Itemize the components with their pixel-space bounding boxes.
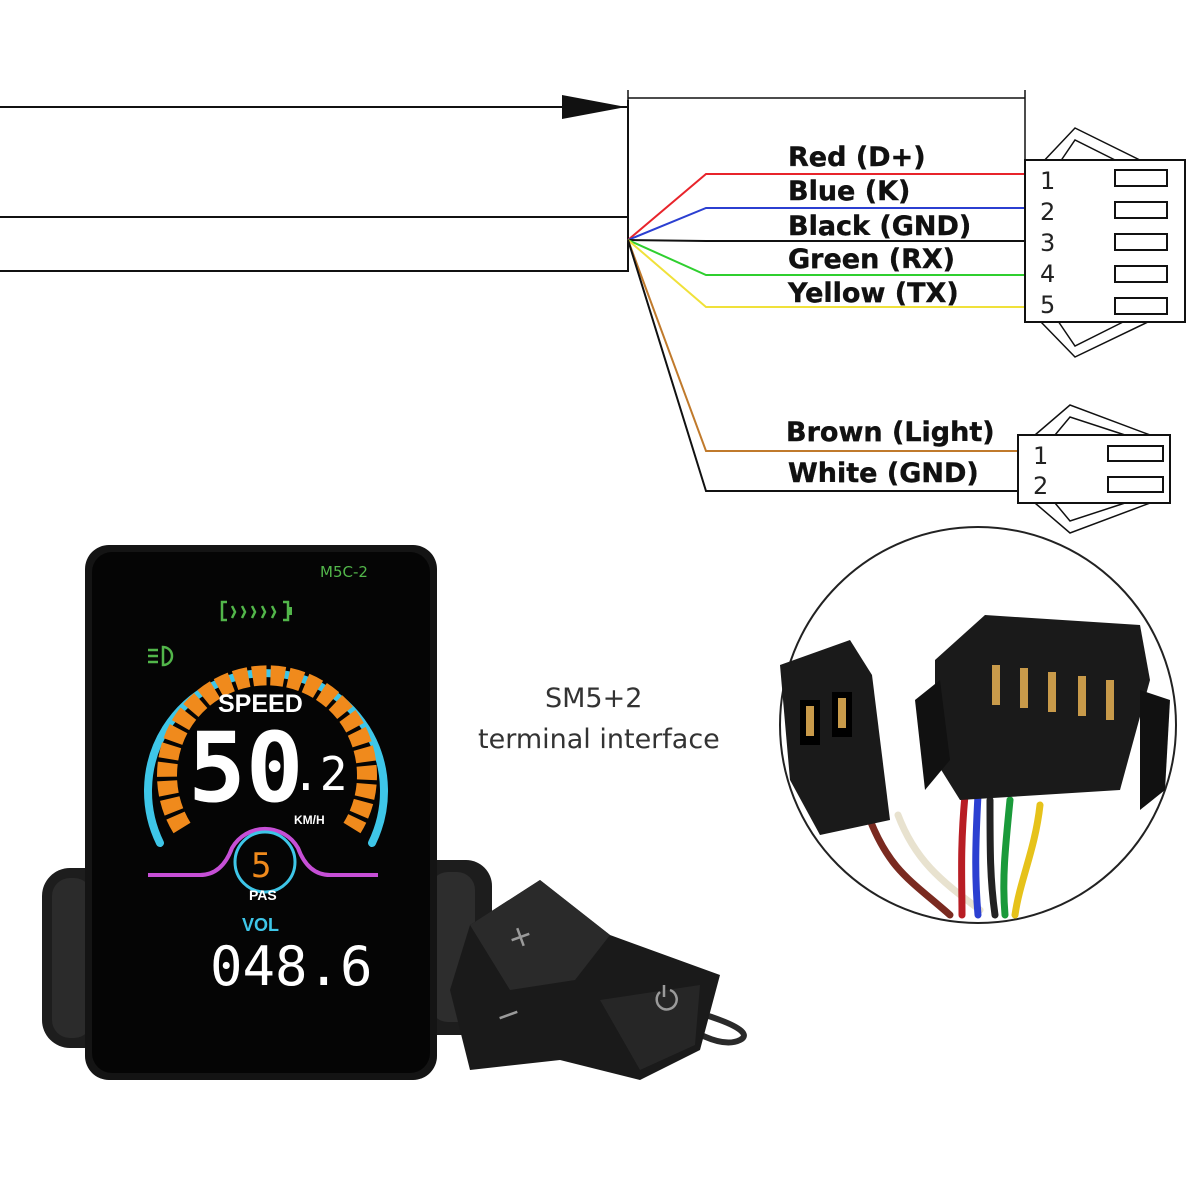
wire-label-yellow: Yellow (TX) bbox=[787, 278, 959, 309]
caption-description: terminal interface bbox=[478, 724, 720, 755]
speed-unit: KM/H bbox=[294, 813, 325, 827]
caption-model: SM5+2 bbox=[545, 683, 642, 714]
headlight-icon bbox=[148, 645, 174, 667]
wire-red bbox=[627, 173, 1025, 241]
wire-brown bbox=[627, 239, 1018, 452]
arrow-icon bbox=[562, 95, 626, 119]
remote-control: + − bbox=[450, 880, 747, 1080]
wire-green bbox=[627, 239, 1025, 276]
wire-yellow bbox=[627, 239, 1025, 308]
wire-label-blue: Blue (K) bbox=[788, 176, 910, 207]
voltage-value: 048.6 bbox=[210, 935, 373, 998]
wire-label-black: Black (GND) bbox=[788, 211, 971, 242]
display-model-label: M5C-2 bbox=[320, 563, 368, 581]
main-cable bbox=[0, 90, 1026, 272]
pas-ring bbox=[233, 830, 297, 894]
pas-label: PAS bbox=[249, 887, 277, 903]
pin-number: 5 bbox=[1040, 291, 1055, 319]
connector-5pin: 1 2 3 4 5 bbox=[1024, 127, 1186, 358]
battery-icon bbox=[220, 600, 292, 622]
pin-number: 2 bbox=[1033, 472, 1048, 500]
power-icon[interactable] bbox=[655, 985, 678, 1011]
pas-indicator-line bbox=[148, 826, 378, 877]
pin-number: 1 bbox=[1040, 167, 1055, 195]
pin-number: 3 bbox=[1040, 229, 1055, 257]
wire-black bbox=[627, 239, 1025, 242]
connector-photo-inset bbox=[779, 526, 1177, 924]
wire-blue bbox=[627, 207, 1025, 241]
wire-labels: Red (D+) Blue (K) Black (GND) Green (RX)… bbox=[786, 142, 995, 489]
wire-label-green: Green (RX) bbox=[788, 244, 955, 275]
display-unit: M5C-2 SPEED 50 .2 KM/H 5 PAS VOL 048.6 bbox=[42, 545, 492, 1080]
voltage-label: VOL bbox=[242, 915, 279, 935]
speed-label: SPEED bbox=[218, 690, 303, 718]
wire-white bbox=[627, 239, 1018, 492]
connector-2pin: 1 2 bbox=[1017, 404, 1171, 534]
wire-label-brown: Brown (Light) bbox=[786, 417, 995, 448]
fanout-wires bbox=[627, 173, 1025, 492]
wire-label-white: White (GND) bbox=[788, 458, 979, 489]
speed-value: 50 bbox=[188, 712, 304, 824]
speed-arc-inner bbox=[157, 665, 377, 834]
pin-number: 4 bbox=[1040, 260, 1055, 288]
pas-level: 5 bbox=[251, 846, 271, 886]
speed-decimal: .2 bbox=[292, 747, 347, 801]
pin-number: 1 bbox=[1033, 442, 1048, 470]
pin-number: 2 bbox=[1040, 198, 1055, 226]
wire-label-red: Red (D+) bbox=[788, 142, 926, 173]
